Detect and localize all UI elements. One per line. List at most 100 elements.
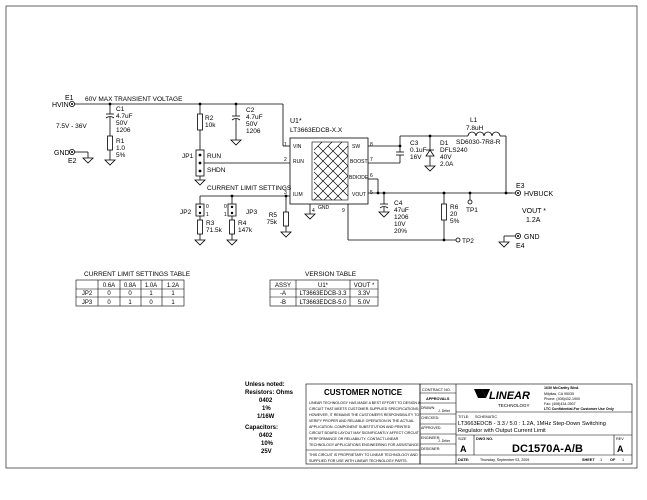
u1-part: LT3663EDCB-X.X — [290, 127, 343, 134]
svg-text:A: A — [617, 444, 624, 454]
svg-text:0: 0 — [107, 300, 111, 306]
svg-text:Capacitors:: Capacitors: — [245, 425, 278, 431]
svg-text:1: 1 — [171, 291, 175, 297]
svg-text:2.0A: 2.0A — [440, 161, 454, 168]
svg-text:CUSTOMER NOTICE: CUSTOMER NOTICE — [324, 388, 403, 397]
svg-text:C1: C1 — [116, 106, 125, 113]
svg-text:LT3663EDCB-3.3: LT3663EDCB-3.3 — [300, 291, 348, 297]
svg-text:SD6030-7R8-R: SD6030-7R8-R — [456, 139, 501, 146]
svg-text:0.1uF: 0.1uF — [410, 147, 427, 154]
e2-ref: E2 — [68, 158, 77, 165]
climit-table: 0.6A 0.8A 1.0A 1.2A JP2 0 0 1 1 JP3 0 1 … — [75, 279, 185, 307]
svg-text:LTC Confidential-For Customer: LTC Confidential-For Customer Use Only — [544, 407, 614, 411]
svg-text:-B: -B — [280, 300, 286, 306]
svg-text:JP2: JP2 — [180, 209, 192, 216]
jumper-jp2: JP2 0 1 — [180, 203, 209, 220]
svg-text:JP3: JP3 — [82, 300, 93, 306]
svg-text:RUN: RUN — [293, 159, 304, 165]
current-limit-title: CURRENT LIMIT SETTINGS — [207, 185, 292, 192]
svg-text:1/16W: 1/16W — [257, 414, 275, 420]
capacitor-c2: C2 4.7uF 50V 1206 — [230, 104, 263, 146]
e1-ref: E1 — [65, 95, 74, 102]
svg-text:7.8uH: 7.8uH — [466, 125, 484, 132]
svg-text:LINEAR TECHNOLOGY HAS MADE A B: LINEAR TECHNOLOGY HAS MADE A BEST EFFORT… — [309, 401, 421, 405]
svg-text:LINEAR: LINEAR — [489, 390, 530, 402]
svg-text:HVBUCK: HVBUCK — [524, 191, 554, 198]
svg-text:5.0V: 5.0V — [358, 300, 370, 306]
svg-text:REV: REV — [616, 437, 624, 441]
svg-text:10k: 10k — [205, 122, 216, 129]
svg-text:TP2: TP2 — [462, 238, 474, 245]
resistor-r5: R5 75k — [267, 211, 292, 238]
svg-text:10%: 10% — [261, 441, 274, 447]
inductor-l1: L1 7.8uH SD6030-7R8-R — [456, 117, 507, 193]
resistor-r6: R6 20 5% — [347, 193, 460, 242]
resistor-r4: R4 147k — [226, 219, 253, 246]
svg-text:R3: R3 — [206, 220, 215, 227]
jumper-jp3: JP3 0 1 — [224, 203, 258, 220]
svg-text:PERFORMANCE OR RELIABILITY. CO: PERFORMANCE OR RELIABILITY. CONTACT LINE… — [309, 437, 399, 441]
svg-text:BOOST: BOOST — [350, 159, 368, 165]
svg-text:1630 McCarthy Blvd.: 1630 McCarthy Blvd. — [544, 386, 579, 390]
svg-text:U1*: U1* — [318, 283, 329, 289]
svg-text:1.0A: 1.0A — [145, 283, 157, 289]
e2-net: GND — [54, 150, 70, 157]
svg-text:BDIODE: BDIODE — [349, 175, 369, 181]
svg-text:SHEET: SHEET — [582, 458, 595, 462]
svg-text:GND: GND — [318, 205, 330, 211]
svg-text:1: 1 — [149, 291, 153, 297]
svg-text:CHECKED:: CHECKED: — [421, 416, 439, 420]
svg-text:2: 2 — [284, 157, 287, 163]
svg-text:Thursday, September 03, 2009: Thursday, September 03, 2009 — [480, 458, 529, 462]
svg-text:ASSY: ASSY — [275, 283, 291, 289]
capacitor-c4: C4 47uF 1206 10V 20% — [378, 193, 409, 235]
svg-text:C3: C3 — [410, 140, 419, 147]
svg-text:1206: 1206 — [394, 214, 409, 221]
transient-note: 60V MAX TRANSIENT VOLTAGE — [85, 96, 183, 103]
diode-d1: D1 DFLS240 40V 2.0A — [424, 136, 468, 172]
svg-text:1206: 1206 — [116, 127, 131, 134]
svg-text:5%: 5% — [116, 152, 126, 159]
svg-text:R2: R2 — [205, 115, 214, 122]
u1-exposed-pad — [313, 141, 349, 201]
svg-text:Phone: (408)432-1900: Phone: (408)432-1900 — [544, 397, 580, 401]
terminal-e4: GND E4 — [498, 232, 540, 250]
svg-text:APPROVED:: APPROVED: — [421, 426, 441, 430]
svg-text:JP1: JP1 — [182, 153, 194, 160]
svg-text:0402: 0402 — [259, 433, 273, 439]
resistor-r2: R2 10k — [197, 104, 216, 150]
svg-text:VERIFY PROPER AND RELIABLE OPE: VERIFY PROPER AND RELIABLE OPERATION IN … — [309, 419, 414, 423]
general-notes: Unless noted: Resistors: Ohms 0402 1% 1/… — [245, 382, 294, 455]
svg-text:DWG NO.: DWG NO. — [476, 437, 493, 441]
svg-text:DESIGNER:: DESIGNER: — [421, 447, 440, 451]
svg-text:0: 0 — [206, 204, 209, 210]
svg-text:20%: 20% — [394, 228, 407, 235]
climit-table-title: CURRENT LIMIT SETTINGS TABLE — [84, 271, 191, 278]
svg-text:APPLICATION. COMPONENT SUBSTIT: APPLICATION. COMPONENT SUBSTITUTION AND … — [309, 425, 411, 429]
capacitor-c1: C1 4.7uF 50V 1206 — [105, 104, 133, 136]
svg-text:1: 1 — [171, 300, 175, 306]
customer-notice: CUSTOMER NOTICE LINEAR TECHNOLOGY HAS MA… — [305, 383, 421, 465]
svg-text:APPROVALS: APPROVALS — [426, 397, 450, 401]
title-block: CONTRACT NO. APPROVALS DRAWN: J. Drlier … — [419, 383, 633, 465]
u1-ref: U1* — [290, 118, 302, 125]
svg-text:R6: R6 — [450, 204, 459, 211]
svg-text:0402: 0402 — [259, 398, 273, 404]
svg-text:Resistors: Ohms: Resistors: Ohms — [245, 390, 294, 396]
svg-text:GND: GND — [524, 234, 540, 241]
svg-text:DC1570A-A/B: DC1570A-A/B — [512, 443, 583, 455]
svg-text:LT3663EDCB - 3.3 / 5.0 : 1.2A,: LT3663EDCB - 3.3 / 5.0 : 1.2A, 1MHz Step… — [458, 421, 606, 427]
svg-text:TECHNOLOGY: TECHNOLOGY — [498, 403, 530, 408]
svg-text:A: A — [460, 444, 467, 454]
testpoint-tp1: TP1 — [466, 193, 478, 214]
svg-text:C4: C4 — [394, 200, 403, 207]
svg-text:9: 9 — [342, 208, 345, 214]
resistor-r1: R1 1.0 5% — [104, 135, 126, 166]
svg-text:LT3663EDCB-5.0: LT3663EDCB-5.0 — [300, 300, 348, 306]
svg-text:D1: D1 — [440, 140, 449, 147]
svg-text:4: 4 — [312, 208, 315, 214]
svg-text:71.5k: 71.5k — [206, 227, 223, 234]
svg-text:J. Drlier: J. Drlier — [438, 439, 451, 443]
svg-text:Unless noted:: Unless noted: — [245, 382, 285, 388]
svg-text:5%: 5% — [450, 218, 460, 225]
